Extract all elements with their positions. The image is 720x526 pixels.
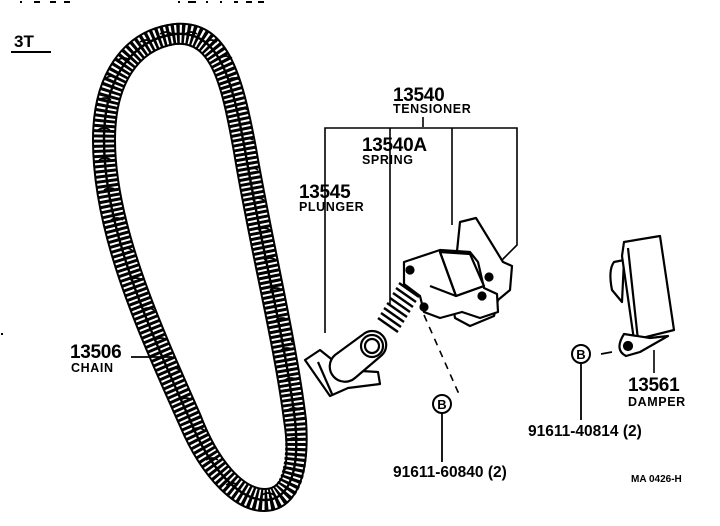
spring-drawing xyxy=(377,282,420,333)
stray-mark xyxy=(291,340,293,342)
bolt-marker-b-icon: B xyxy=(432,394,452,414)
tensioner-leaders xyxy=(324,117,518,333)
figure-code: MA 0426-H xyxy=(631,474,682,485)
chain-drawing xyxy=(91,22,308,513)
part-number-plunger: 13545 xyxy=(299,182,351,203)
damper-drawing xyxy=(609,234,676,358)
stray-mark xyxy=(1,333,3,335)
svg-text:B: B xyxy=(576,347,585,362)
damper-bolt-dash xyxy=(600,351,613,355)
bolt-number-damper: 91611-40814 (2) xyxy=(528,423,642,440)
part-name-plunger: PLUNGER xyxy=(299,200,365,214)
part-number-tensioner: 13540 xyxy=(393,85,445,106)
tensioner-drawing xyxy=(402,216,514,328)
part-name-damper: DAMPER xyxy=(628,395,686,409)
svg-text:B: B xyxy=(437,397,446,412)
tensioner-bolt-dashed-leader xyxy=(423,314,463,395)
variant-underline xyxy=(11,51,51,53)
part-name-spring: SPRING xyxy=(362,153,414,167)
part-name-tensioner: TENSIONER xyxy=(393,102,472,116)
part-name-chain: CHAIN xyxy=(71,361,114,375)
bolt-number-tensioner: 91611-60840 (2) xyxy=(393,464,507,481)
part-number-damper: 13561 xyxy=(628,375,680,396)
engine-variant-label: 3T xyxy=(14,32,34,51)
bolt-marker-b-icon: B xyxy=(571,344,591,364)
part-number-chain: 13506 xyxy=(70,342,122,363)
part-number-spring: 13540A xyxy=(362,135,427,156)
plunger-drawing xyxy=(303,329,388,398)
